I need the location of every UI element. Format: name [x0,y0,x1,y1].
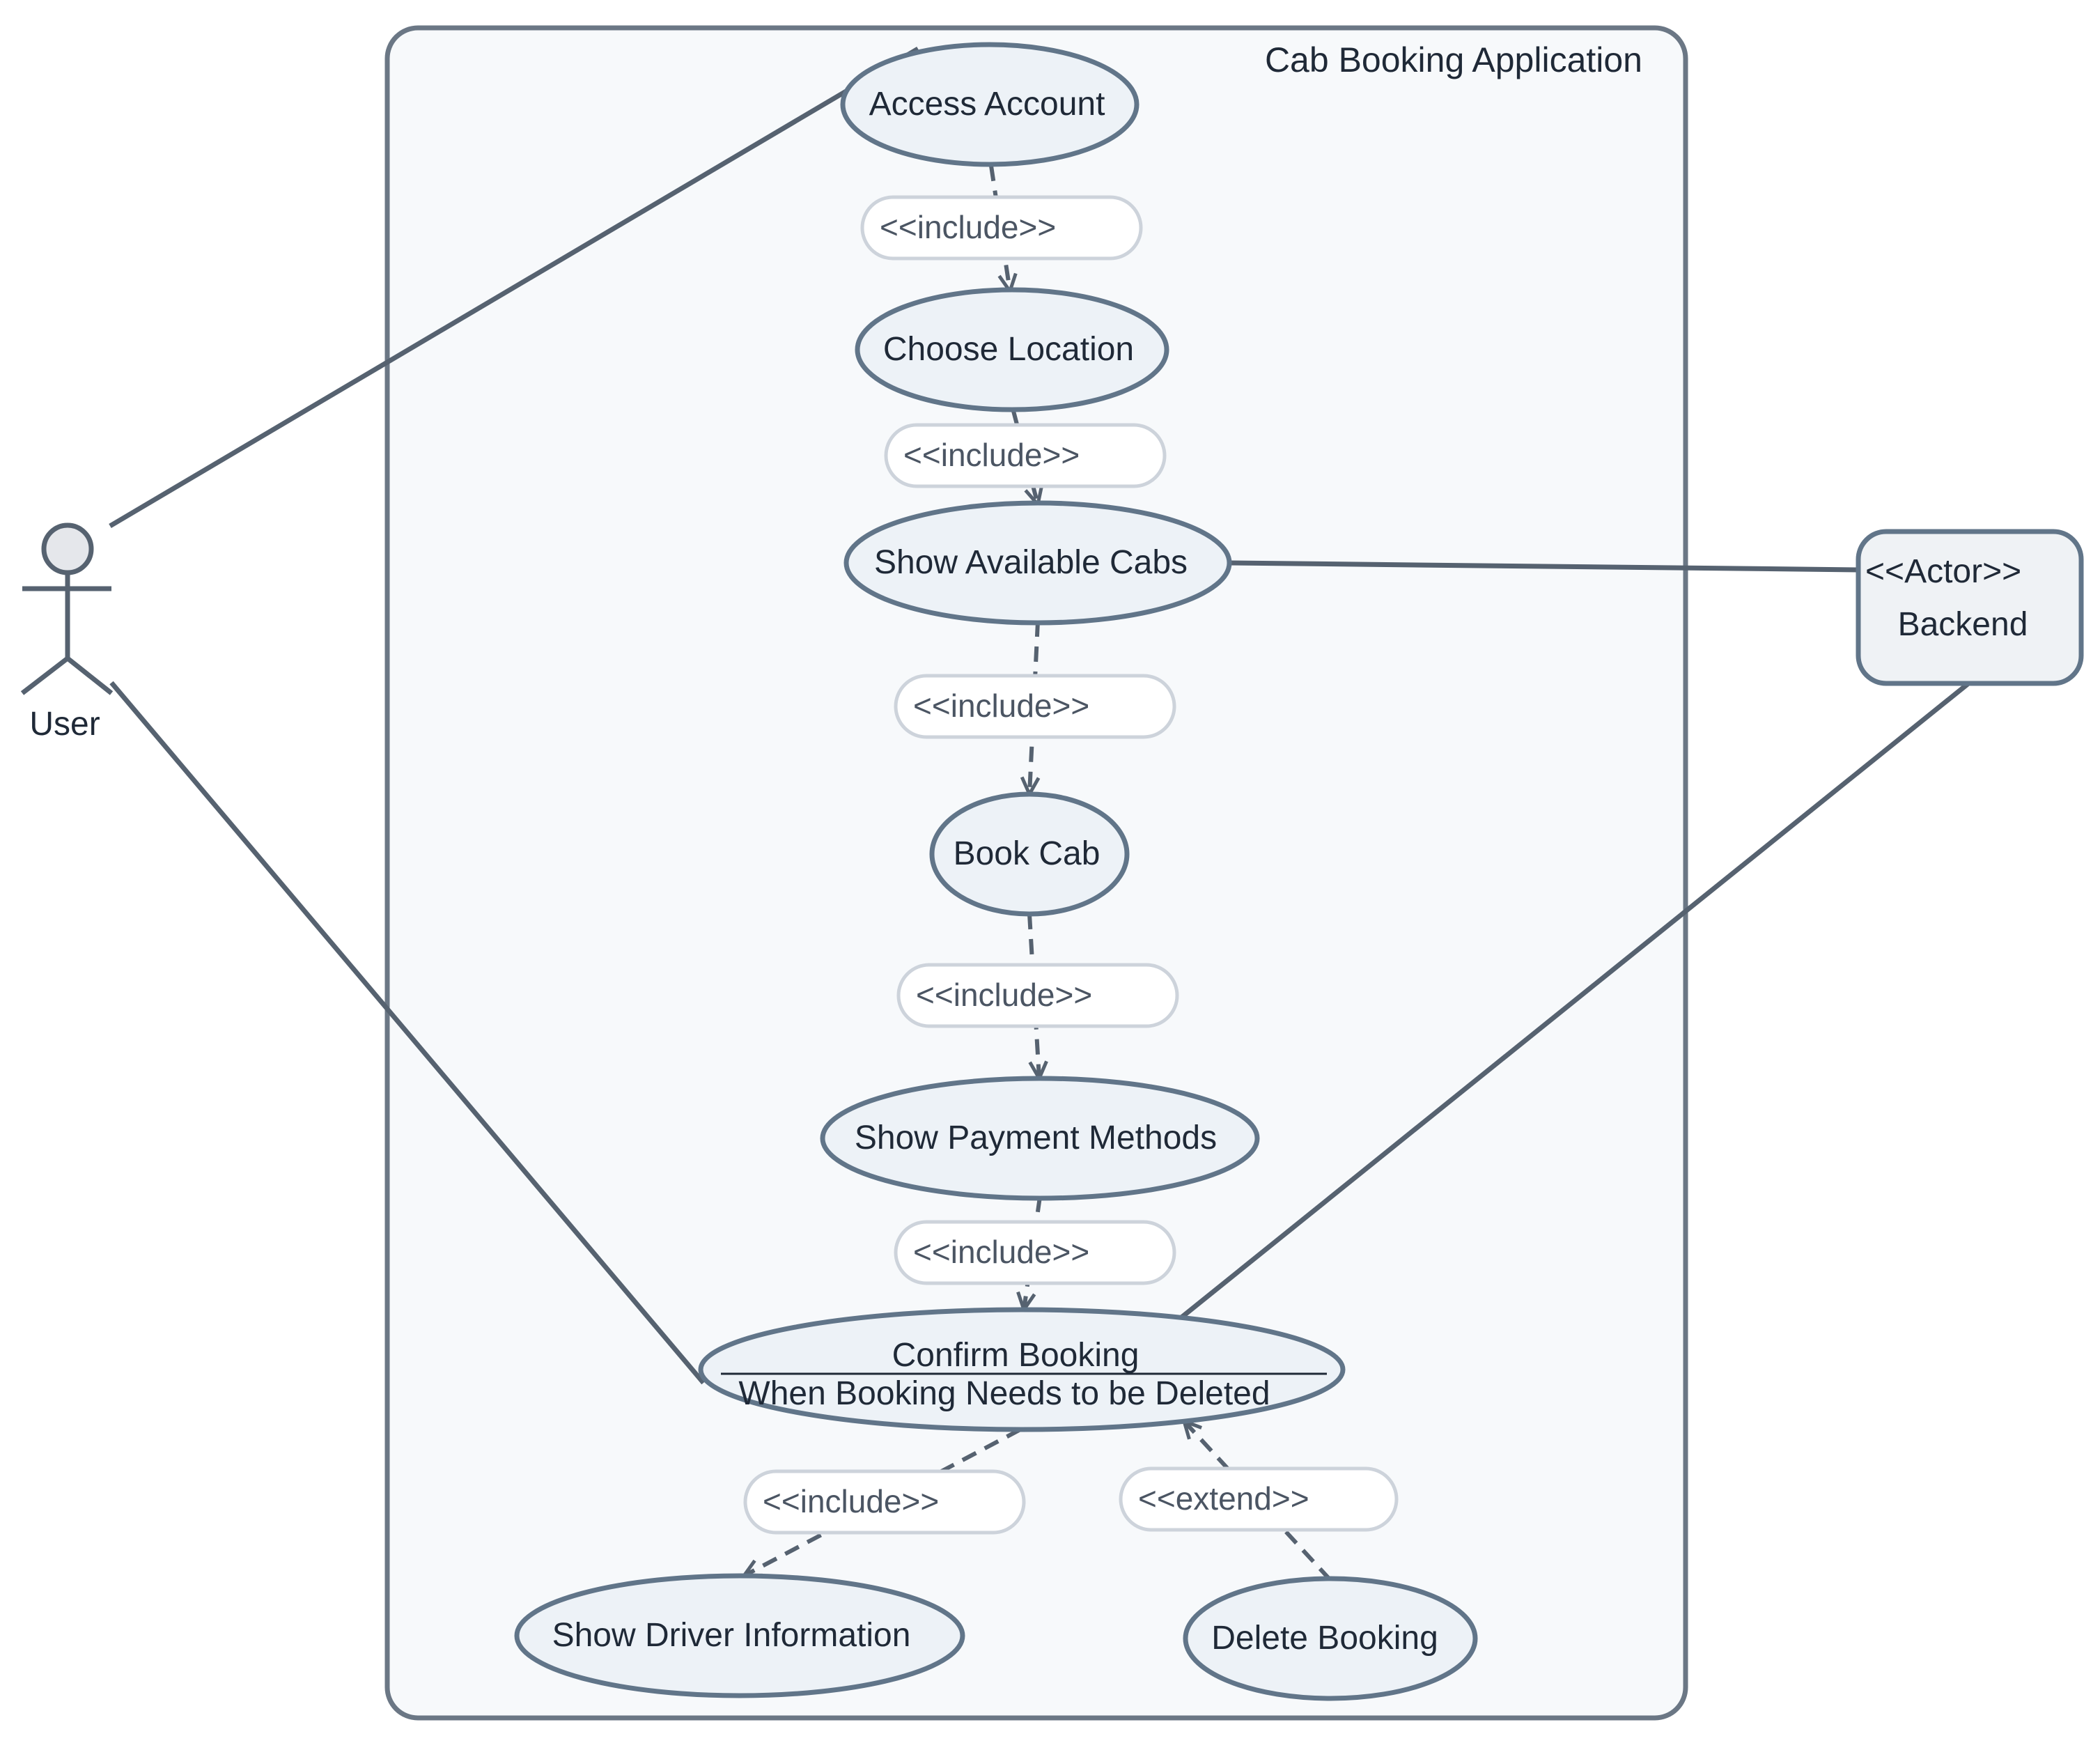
include-edge-2 [1011,410,1038,504]
relationship-label-include-2: <<include>> [884,423,1167,488]
relationship-label-include-1: <<include>> [860,195,1143,261]
association-backend-show-available-cabs [1229,560,1862,573]
svg-text:<<include>>: <<include>> [763,1483,939,1519]
association-user-confirm-booking [109,681,706,1385]
relationship-label-include-6: <<include>> [743,1469,1026,1535]
svg-text:<<include>>: <<include>> [916,977,1092,1013]
svg-text:Book Cab: Book Cab [954,835,1100,872]
actor-user-label: User [29,706,100,743]
extension-point-label: When Booking Needs to be Deleted [738,1375,1270,1412]
use-case-show-available-cabs[interactable]: Show Available Cabs [843,500,1232,626]
svg-text:Access Account: Access Account [869,86,1105,123]
association-backend-confirm-booking [1179,682,1970,1320]
svg-text:Confirm Booking: Confirm Booking [892,1337,1140,1374]
svg-text:<<include>>: <<include>> [880,209,1056,245]
svg-text:Choose Location: Choose Location [883,331,1134,368]
svg-text:<<include>>: <<include>> [913,688,1089,724]
use-case-show-driver-information[interactable]: Show Driver Information [514,1573,965,1698]
use-case-access-account[interactable]: Access Account [840,42,1140,167]
association-user-access-account [109,46,919,529]
user-actor-icon [20,522,114,695]
actor-backend-label: Backend [1898,606,2028,643]
actor-user[interactable]: User [20,522,114,743]
svg-text:<<extend>>: <<extend>> [1138,1480,1309,1517]
use-case-delete-booking[interactable]: Delete Booking [1183,1576,1478,1701]
relationship-label-include-4: <<include>> [896,963,1179,1028]
svg-text:<<include>>: <<include>> [903,437,1080,473]
use-case-show-payment-methods[interactable]: Show Payment Methods [820,1076,1260,1201]
svg-text:<<include>>: <<include>> [913,1234,1089,1270]
relationship-label-extend-1: <<extend>> [1119,1466,1399,1532]
svg-text:Show Available Cabs: Show Available Cabs [874,544,1188,581]
relationship-label-include-5: <<include>> [894,1220,1176,1285]
relationship-label-include-3: <<include>> [894,674,1176,739]
use-case-book-cab[interactable]: Book Cab [929,791,1130,917]
actor-backend[interactable]: <<Actor>> Backend [1856,529,2084,686]
svg-text:Show Payment Methods: Show Payment Methods [855,1120,1217,1156]
svg-text:Show Driver Information: Show Driver Information [552,1617,911,1654]
system-title: Cab Booking Application [1265,40,1642,79]
use-case-choose-location[interactable]: Choose Location [855,287,1169,412]
actor-backend-stereotype: <<Actor>> [1865,553,2021,590]
svg-text:Delete Booking: Delete Booking [1211,1620,1438,1657]
use-case-confirm-booking[interactable]: Confirm Booking When Booking Needs to be… [698,1307,1346,1432]
